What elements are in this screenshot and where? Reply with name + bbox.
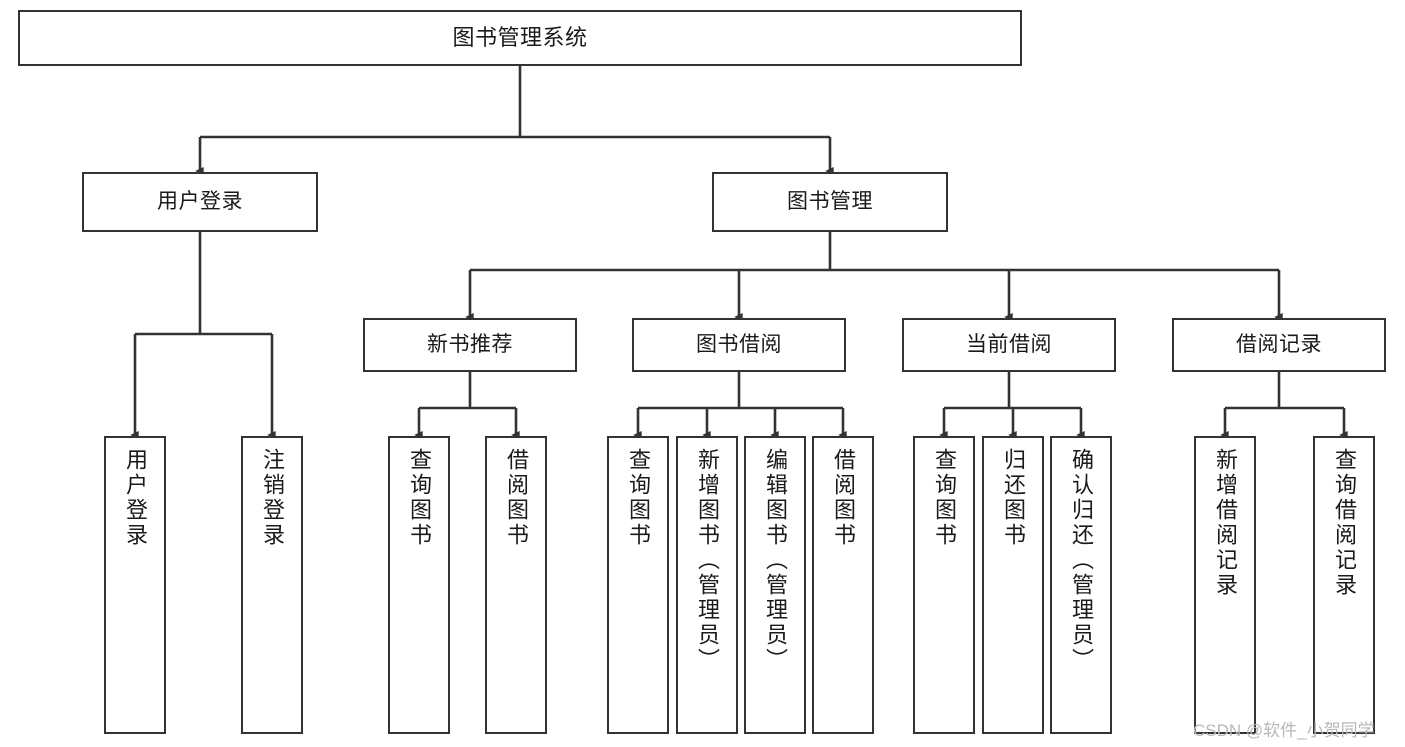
node-nb-borrow[interactable]: 借阅图书 (485, 436, 547, 734)
node-bw-edit[interactable]: 编辑图书（管理员） (744, 436, 806, 734)
node-label-login: 用户登录 (157, 189, 243, 213)
node-label-root: 图书管理系统 (452, 25, 588, 51)
node-label-bw-query: 查询图书 (626, 448, 651, 548)
node-label-records: 借阅记录 (1236, 332, 1322, 356)
node-cur-query[interactable]: 查询图书 (913, 436, 975, 734)
node-label-login-in: 用户登录 (123, 448, 148, 548)
node-label-rec-query: 查询借阅记录 (1332, 448, 1357, 598)
node-current[interactable]: 当前借阅 (902, 318, 1116, 372)
node-rec-add[interactable]: 新增借阅记录 (1194, 436, 1256, 734)
node-newbook[interactable]: 新书推荐 (363, 318, 577, 372)
node-label-bw-edit: 编辑图书（管理员） (763, 448, 788, 673)
node-nb-query[interactable]: 查询图书 (388, 436, 450, 734)
node-label-nb-borrow: 借阅图书 (504, 448, 529, 548)
node-label-bookmgmt: 图书管理 (787, 189, 873, 213)
node-label-cur-return: 归还图书 (1001, 448, 1026, 548)
node-rec-query[interactable]: 查询借阅记录 (1313, 436, 1375, 734)
node-label-borrow: 图书借阅 (696, 332, 782, 356)
node-label-cur-confirm: 确认归还（管理员） (1069, 448, 1094, 673)
connector-group (130, 66, 1348, 439)
node-label-rec-add: 新增借阅记录 (1213, 448, 1238, 598)
node-cur-return[interactable]: 归还图书 (982, 436, 1044, 734)
node-bw-borrow[interactable]: 借阅图书 (812, 436, 874, 734)
node-login-out[interactable]: 注销登录 (241, 436, 303, 734)
node-bookmgmt[interactable]: 图书管理 (712, 172, 948, 232)
node-root[interactable]: 图书管理系统 (18, 10, 1022, 66)
node-login-in[interactable]: 用户登录 (104, 436, 166, 734)
node-label-cur-query: 查询图书 (932, 448, 957, 548)
node-label-bw-borrow: 借阅图书 (831, 448, 856, 548)
node-borrow[interactable]: 图书借阅 (632, 318, 846, 372)
node-bw-add[interactable]: 新增图书（管理员） (676, 436, 738, 734)
node-bw-query[interactable]: 查询图书 (607, 436, 669, 734)
node-login[interactable]: 用户登录 (82, 172, 318, 232)
node-label-login-out: 注销登录 (260, 448, 285, 548)
node-label-bw-add: 新增图书（管理员） (695, 448, 720, 673)
node-label-nb-query: 查询图书 (407, 448, 432, 548)
node-cur-confirm[interactable]: 确认归还（管理员） (1050, 436, 1112, 734)
node-records[interactable]: 借阅记录 (1172, 318, 1386, 372)
node-label-newbook: 新书推荐 (427, 332, 513, 356)
node-label-current: 当前借阅 (966, 332, 1052, 356)
